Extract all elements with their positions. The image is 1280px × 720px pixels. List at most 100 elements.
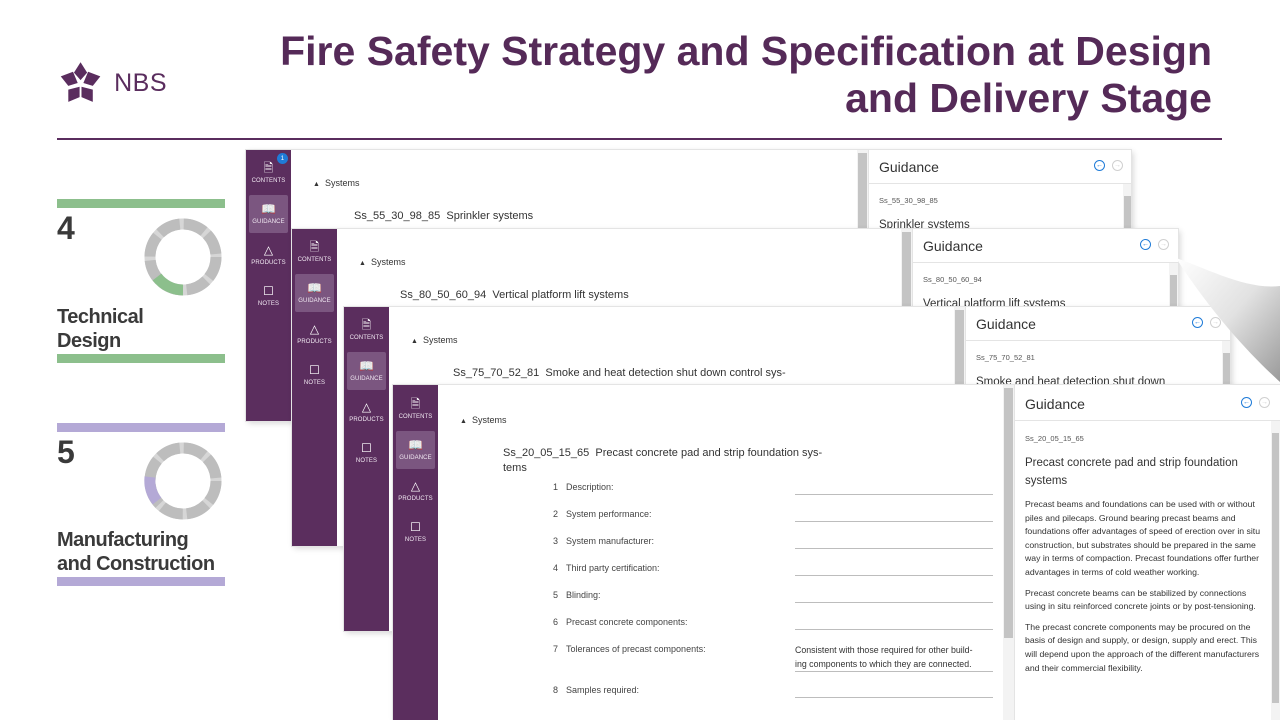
- sidebar-guidance[interactable]: 📖 GUIDANCE: [295, 274, 334, 312]
- sidebar-contents[interactable]: 🗎 CONTENTS: [396, 390, 435, 428]
- sidebar-notes[interactable]: ☐ NOTES: [347, 434, 386, 472]
- field-number: 1: [552, 482, 558, 492]
- clause-name: Vertical platform lift systems: [492, 289, 629, 301]
- plan-of-work-cycle-icon: [144, 442, 222, 520]
- section-label: Systems: [370, 257, 406, 267]
- section-toggle[interactable]: ▲ Systems: [359, 257, 405, 267]
- field-row[interactable]: 1 Description:: [548, 482, 998, 509]
- sidebar-products[interactable]: △ PRODUCTS: [249, 236, 288, 274]
- next-arrow-icon[interactable]: →: [1210, 317, 1221, 328]
- clause-name: Sprinkler systems: [446, 210, 534, 222]
- field-row[interactable]: 2 System performance:: [548, 509, 998, 536]
- clause-name-continued: tems: [503, 462, 527, 474]
- sidebar-guidance[interactable]: 📖 GUIDANCE: [396, 431, 435, 469]
- document-icon: 🗎: [309, 240, 320, 254]
- scrollbar-thumb[interactable]: [1272, 433, 1279, 703]
- plan-of-work-cycle-icon: [144, 218, 222, 296]
- clause-name: Smoke and heat detection shut down contr…: [545, 367, 786, 379]
- sidebar-contents[interactable]: 🗎 CONTENTS: [347, 311, 386, 349]
- sidebar-label: CONTENTS: [251, 178, 286, 184]
- field-input-line[interactable]: [795, 521, 993, 522]
- section-label: Systems: [324, 178, 360, 188]
- scrollbar-thumb[interactable]: [955, 310, 964, 390]
- note-icon: ☐: [361, 441, 372, 455]
- field-input-line[interactable]: [795, 548, 993, 549]
- document-icon: 🗎: [263, 161, 274, 175]
- next-arrow-icon[interactable]: →: [1158, 239, 1169, 250]
- stage-label-line-2: and Construction: [57, 553, 215, 575]
- field-input-line[interactable]: [795, 602, 993, 603]
- sidebar-contents[interactable]: 🗎 CONTENTS 1: [249, 153, 288, 192]
- shapes-icon: △: [410, 479, 421, 493]
- field-input-line[interactable]: [795, 697, 993, 698]
- note-icon: ☐: [410, 520, 421, 534]
- field-label: Precast concrete components:: [566, 617, 688, 627]
- stage-number: 4: [57, 210, 75, 246]
- previous-arrow-icon[interactable]: ←: [1094, 160, 1105, 171]
- guidance-paragraph: Precast concrete beams can be stabilized…: [1025, 587, 1256, 612]
- sidebar-guidance[interactable]: 📖 GUIDANCE: [249, 195, 288, 233]
- sidebar: 🗎 CONTENTS 📖 GUIDANCE △ PRODUCTS ☐ NOTES: [393, 385, 438, 720]
- field-input-line[interactable]: [795, 494, 993, 495]
- field-row[interactable]: 5 Blinding:: [548, 590, 998, 617]
- content-scrollbar[interactable]: [1003, 385, 1014, 720]
- field-row[interactable]: 8 Samples required:: [548, 685, 998, 712]
- spec-content: ▲Systems Ss_20_05_15_65 Precast concrete…: [438, 385, 1003, 720]
- sidebar-products[interactable]: △ PRODUCTS: [396, 472, 435, 510]
- sidebar-products[interactable]: △ PRODUCTS: [295, 315, 334, 353]
- guidance-body: Precast beams and foundations can be use…: [1025, 498, 1265, 682]
- guidance-scrollbar[interactable]: [1271, 421, 1280, 720]
- guidance-heading: Guidance: [976, 316, 1036, 332]
- scrollbar-thumb[interactable]: [1004, 388, 1013, 638]
- previous-arrow-icon[interactable]: ←: [1241, 397, 1252, 408]
- field-number: 4: [552, 563, 558, 573]
- field-row[interactable]: 7 Tolerances of precast components: Cons…: [548, 644, 998, 684]
- next-arrow-icon[interactable]: →: [1259, 397, 1270, 408]
- scrollbar-thumb[interactable]: [858, 153, 867, 233]
- spec-window-precast-foundation: 🗎 CONTENTS 📖 GUIDANCE △ PRODUCTS ☐ NOTES…: [393, 385, 1280, 720]
- section-toggle[interactable]: ▲Systems: [313, 178, 359, 188]
- page-curl-decoration: [1176, 258, 1280, 382]
- sidebar-notes[interactable]: ☐ NOTES: [396, 513, 435, 551]
- scrollbar-thumb[interactable]: [1124, 196, 1131, 246]
- field-value-line-2: ing components to which they are connect…: [795, 658, 972, 669]
- sidebar-label: GUIDANCE: [298, 298, 331, 304]
- scrollbar-thumb[interactable]: [1223, 353, 1230, 403]
- nbs-logo: NBS: [57, 57, 167, 109]
- sidebar-guidance[interactable]: 📖 GUIDANCE: [347, 352, 386, 390]
- field-value[interactable]: Consistent with those required for other…: [795, 644, 995, 671]
- field-row[interactable]: 6 Precast concrete components:: [548, 617, 998, 644]
- section-toggle[interactable]: ▲Systems: [460, 415, 506, 425]
- sidebar-products[interactable]: △ PRODUCTS: [347, 393, 386, 431]
- shapes-icon: △: [361, 400, 372, 414]
- field-label: System manufacturer:: [566, 536, 655, 546]
- field-row[interactable]: 3 System manufacturer:: [548, 536, 998, 563]
- stage-number: 5: [57, 434, 75, 470]
- document-icon: 🗎: [361, 318, 372, 332]
- guidance-divider: [966, 340, 1230, 341]
- sidebar-notes[interactable]: ☐ NOTES: [249, 277, 288, 315]
- previous-arrow-icon[interactable]: ←: [1192, 317, 1203, 328]
- guidance-divider: [1015, 420, 1280, 421]
- section-label: Systems: [422, 335, 458, 345]
- field-input-line[interactable]: [795, 629, 993, 630]
- title-divider: [57, 138, 1222, 140]
- field-number: 7: [552, 644, 558, 654]
- collapse-triangle-icon: ▲: [359, 260, 366, 267]
- field-label: Tolerances of precast components:: [566, 644, 706, 654]
- scrollbar-thumb[interactable]: [1170, 275, 1177, 325]
- field-input-line[interactable]: [795, 575, 993, 576]
- sidebar-contents[interactable]: 🗎 CONTENTS: [295, 233, 334, 271]
- guidance-title-line-2: systems: [1025, 475, 1068, 487]
- shapes-icon: △: [263, 243, 274, 257]
- field-row[interactable]: 4 Third party certification:: [548, 563, 998, 590]
- scrollbar-thumb[interactable]: [902, 232, 911, 312]
- previous-arrow-icon[interactable]: ←: [1140, 239, 1151, 250]
- note-icon: ☐: [309, 363, 320, 377]
- clause-name: Precast concrete pad and strip foundatio…: [595, 447, 823, 459]
- sidebar-notes[interactable]: ☐ NOTES: [295, 356, 334, 394]
- note-icon: ☐: [263, 284, 274, 298]
- field-number: 8: [552, 685, 558, 695]
- next-arrow-icon[interactable]: →: [1112, 160, 1123, 171]
- section-toggle[interactable]: ▲Systems: [411, 335, 457, 345]
